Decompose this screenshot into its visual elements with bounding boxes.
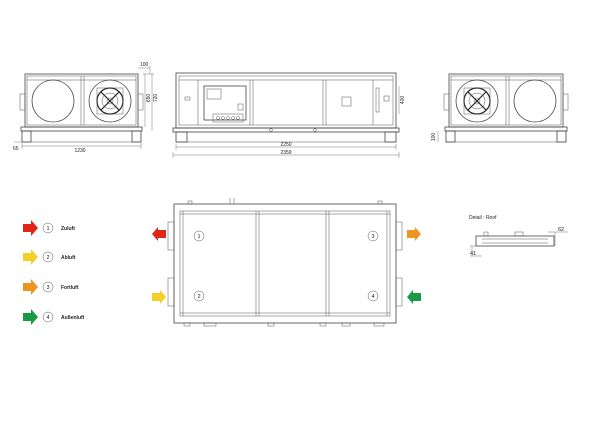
dim-side-height-b: 720 bbox=[153, 94, 159, 103]
rear-view bbox=[437, 73, 569, 143]
legend-label-zuluft: Zuluft bbox=[61, 226, 75, 232]
legend-label-fortluft: Fortluft bbox=[61, 285, 79, 291]
legend-arrow-zuluft-icon bbox=[23, 220, 38, 236]
legend-label-abluft: Abluft bbox=[61, 255, 76, 261]
legend bbox=[23, 220, 54, 325]
legend-num-1: 1 bbox=[46, 226, 49, 232]
legend-arrow-fortluft-icon bbox=[23, 279, 38, 295]
side-view bbox=[172, 72, 400, 158]
detail-dim-height: 62 bbox=[558, 227, 564, 233]
front-view bbox=[14, 66, 154, 149]
dim-front-width: 1230 bbox=[74, 148, 85, 154]
dim-side-length-inner: 2250 bbox=[280, 142, 291, 148]
dim-front-offset: 65 bbox=[13, 146, 19, 152]
detail-dim-width: 41 bbox=[470, 251, 476, 257]
arrow-aussenluft-icon bbox=[407, 290, 421, 304]
legend-label-aussenluft: Außenluft bbox=[61, 315, 85, 321]
dim-side-height-right: 400 bbox=[400, 96, 406, 105]
port-label-3: 3 bbox=[371, 234, 374, 240]
detail-title: Detail : Roof bbox=[469, 215, 497, 221]
dim-side-height-a: 650 bbox=[146, 94, 152, 103]
port-label-2: 2 bbox=[197, 294, 200, 300]
arrow-fortluft-icon bbox=[407, 227, 421, 241]
legend-arrow-abluft-icon bbox=[23, 249, 38, 265]
port-label-4: 4 bbox=[371, 294, 374, 300]
top-view bbox=[167, 198, 403, 327]
arrow-zuluft-icon bbox=[152, 227, 166, 241]
legend-num-4: 4 bbox=[46, 315, 49, 321]
detail-roof bbox=[470, 231, 568, 257]
legend-num-3: 3 bbox=[46, 285, 49, 291]
dim-side-top-offset: 100 bbox=[140, 62, 149, 68]
legend-arrow-aussenluft-icon bbox=[23, 309, 38, 325]
dim-rear-offset: 100 bbox=[431, 133, 437, 142]
port-label-1: 1 bbox=[197, 234, 200, 240]
legend-num-2: 2 bbox=[46, 255, 49, 261]
dim-side-length-outer: 2359 bbox=[280, 150, 291, 156]
arrow-abluft-icon bbox=[152, 290, 166, 304]
